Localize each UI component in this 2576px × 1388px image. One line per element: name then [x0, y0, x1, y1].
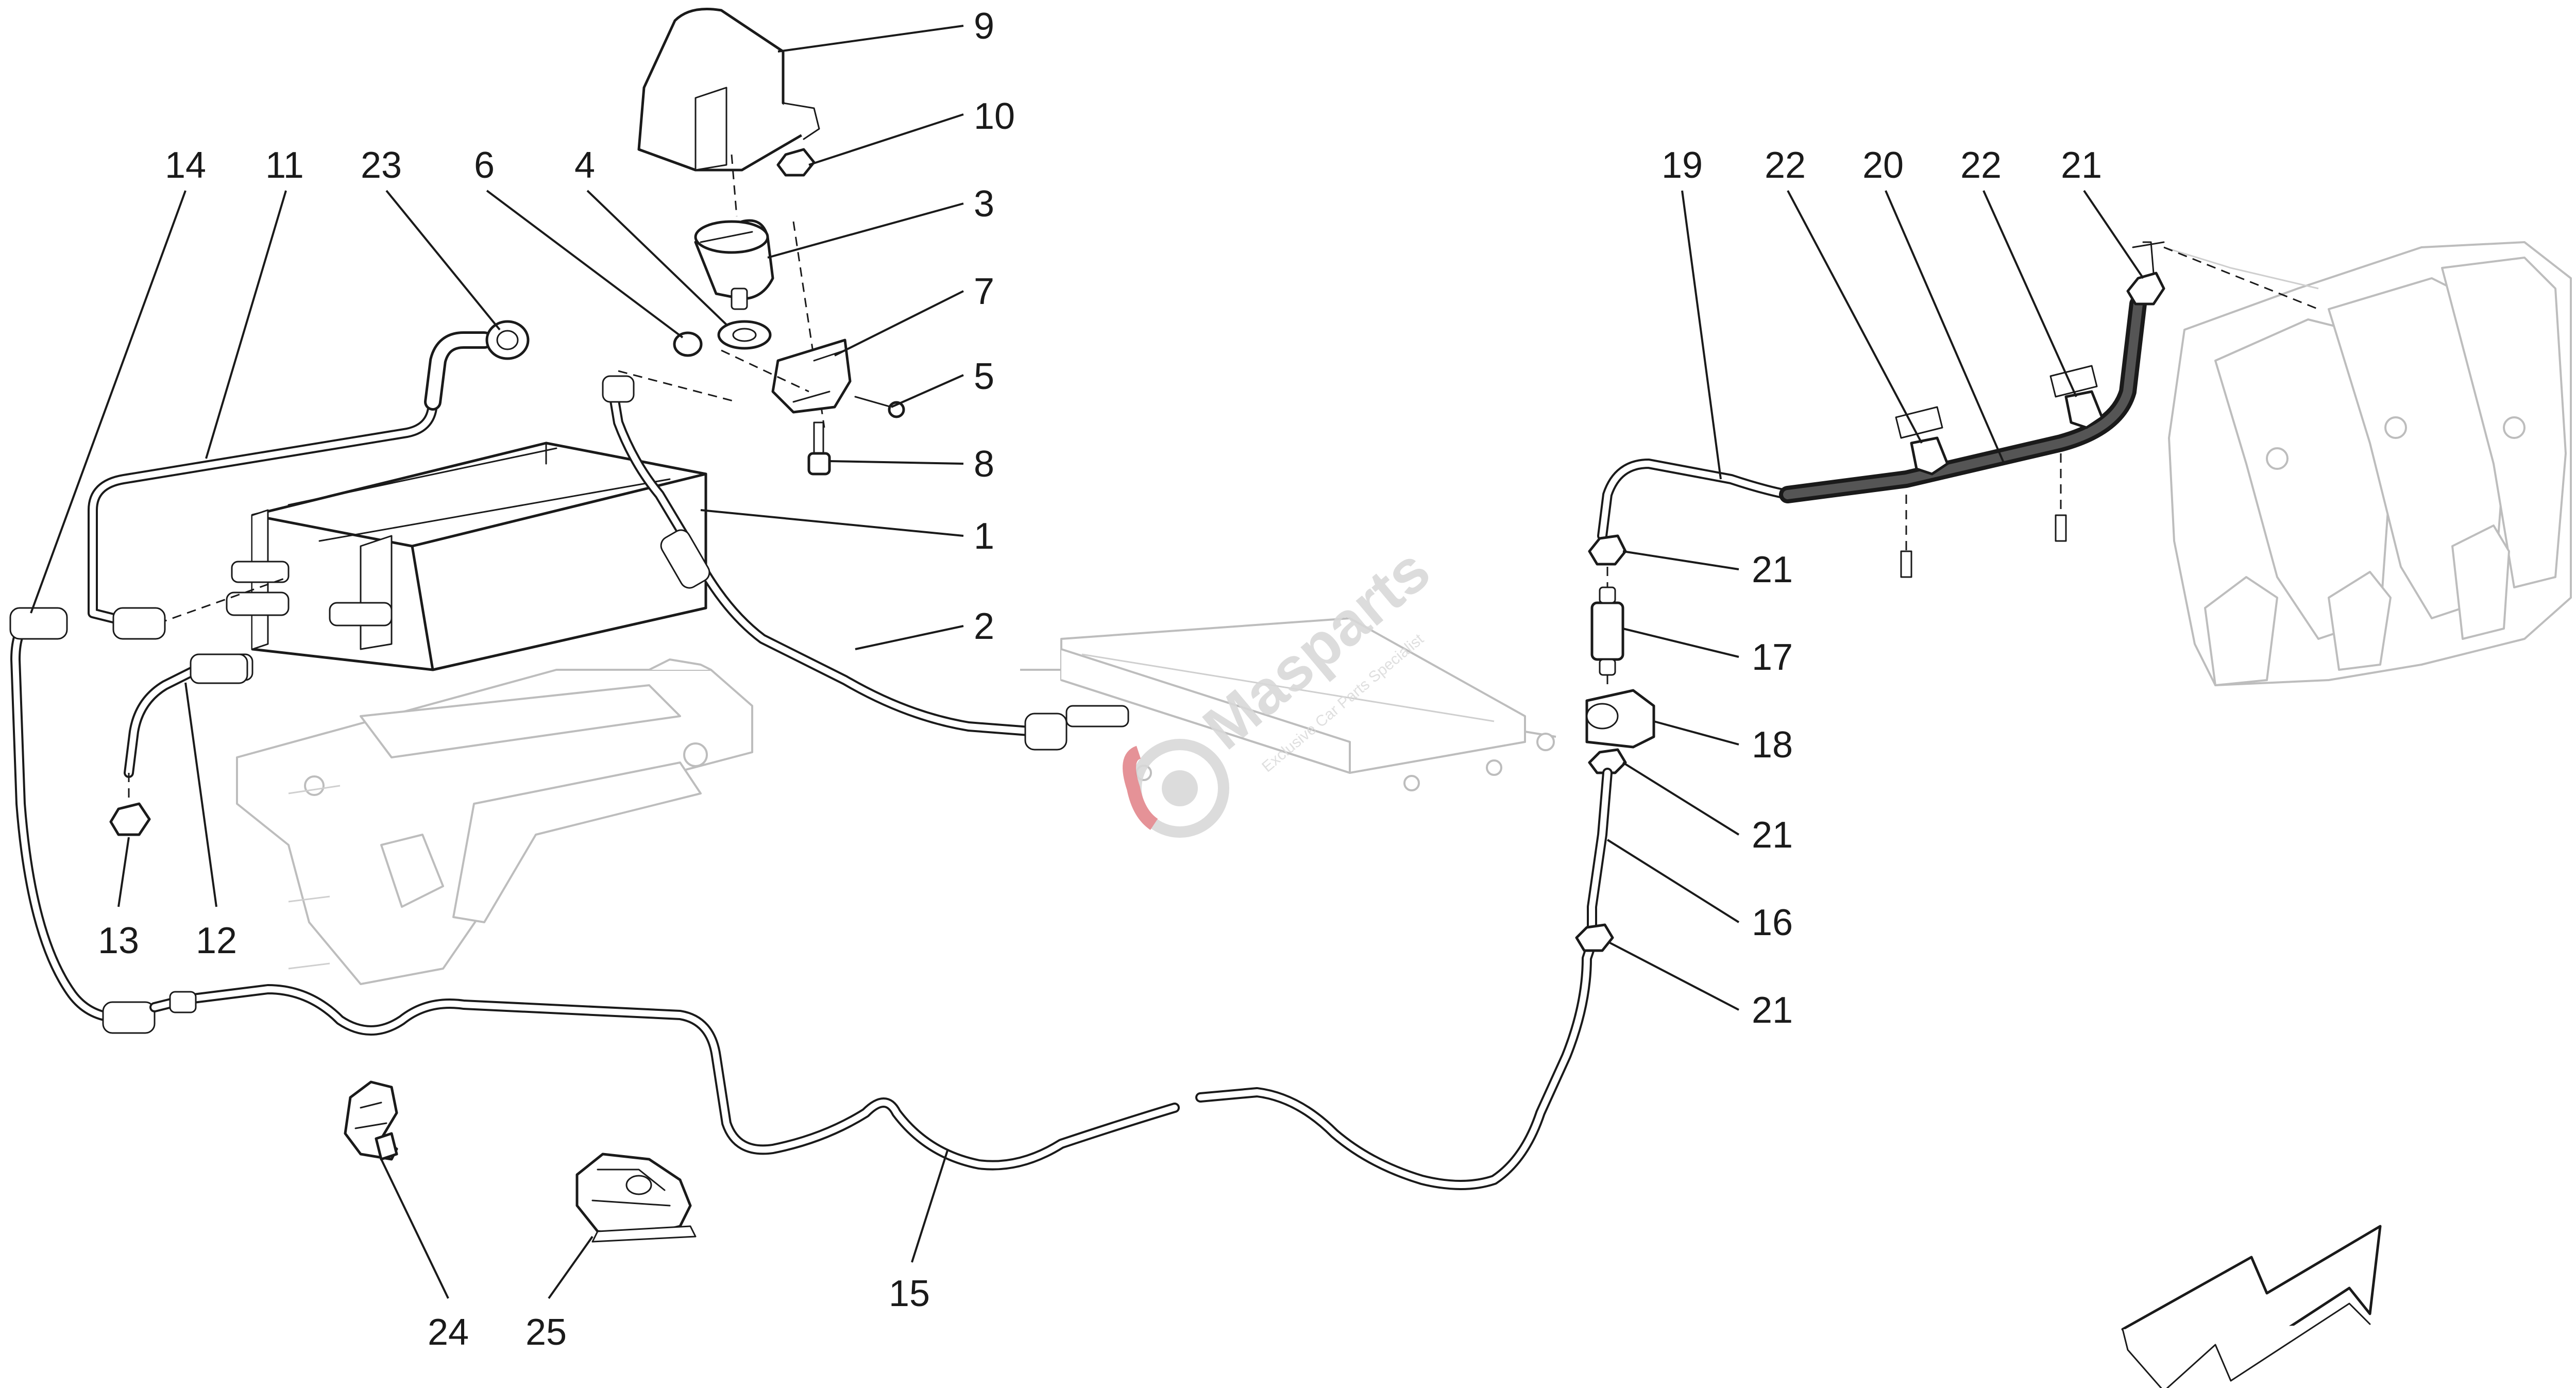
callout-15: 15	[889, 1273, 930, 1314]
bracket-7	[771, 338, 852, 414]
evap-canister	[251, 442, 707, 671]
nut-13	[109, 773, 151, 836]
hose-12	[124, 653, 248, 778]
callout-18: 18	[1752, 724, 1793, 766]
callout-5: 5	[974, 356, 994, 397]
nut-6	[673, 331, 703, 357]
callout-23: 23	[361, 145, 402, 186]
pipe-19	[1597, 459, 1793, 541]
clip-24	[344, 1080, 398, 1161]
nut-10	[776, 148, 816, 177]
callout-22-right: 22	[1960, 145, 2002, 186]
valve-3	[694, 154, 825, 428]
callout-19: 19	[1662, 145, 1703, 186]
callout-21-top: 21	[2061, 145, 2102, 186]
washer-4	[717, 320, 772, 350]
ghost-ecu-box	[1020, 617, 1556, 791]
leader-lines	[30, 25, 2144, 1299]
callout-6: 6	[474, 145, 495, 186]
connector-21-top	[2126, 241, 2165, 306]
callout-21-middle: 21	[1752, 815, 1793, 856]
connector-21-b	[1588, 534, 1627, 593]
callout-24: 24	[428, 1312, 469, 1353]
hose-11-end	[112, 331, 493, 640]
callout-20: 20	[1862, 145, 1904, 186]
clip-22-right	[2049, 365, 2104, 542]
callout-8: 8	[974, 444, 994, 485]
pipe-15	[149, 938, 1597, 1190]
callout-7: 7	[974, 271, 994, 312]
callout-9: 9	[974, 6, 994, 47]
callout-14: 14	[165, 145, 206, 186]
callout-1: 1	[974, 516, 994, 557]
callout-3: 3	[974, 183, 994, 225]
clip-25	[575, 1153, 697, 1243]
bolt-8	[721, 349, 831, 476]
front-direction-arrow-icon	[2121, 1225, 2382, 1388]
filter-17	[1590, 586, 1624, 676]
cover-9	[637, 8, 820, 172]
callout-16: 16	[1752, 902, 1793, 943]
callout-labels: 9 10 14 11 23 6 4 3 7 5 8 1 2 13 12 19 2…	[98, 6, 2102, 1353]
clamp-23	[485, 320, 530, 360]
connector-21-c	[1588, 748, 1627, 774]
callout-12: 12	[196, 920, 237, 961]
callout-11: 11	[265, 145, 304, 186]
valve-18	[1585, 675, 1655, 749]
callout-10: 10	[974, 96, 1015, 137]
callout-4: 4	[574, 145, 595, 186]
callout-2: 2	[974, 606, 994, 647]
clip-22-left	[1895, 406, 1949, 578]
callout-21-lower: 21	[1752, 990, 1793, 1031]
callout-21-upper: 21	[1752, 549, 1793, 590]
hose-14	[9, 607, 156, 1034]
callout-13: 13	[98, 920, 139, 961]
callout-25: 25	[526, 1312, 567, 1353]
connector-21-d	[1575, 923, 1614, 952]
pipe-2	[602, 370, 1129, 751]
ghost-intake-manifold	[2163, 241, 2572, 686]
hose-16	[1587, 768, 1613, 933]
bolt-5	[854, 396, 905, 418]
callout-17: 17	[1752, 637, 1793, 678]
callout-22-left: 22	[1765, 145, 1806, 186]
ghost-mounting-bracket	[236, 658, 753, 985]
masparts-logo-icon	[1123, 739, 1229, 838]
hose-20	[1779, 295, 2147, 503]
